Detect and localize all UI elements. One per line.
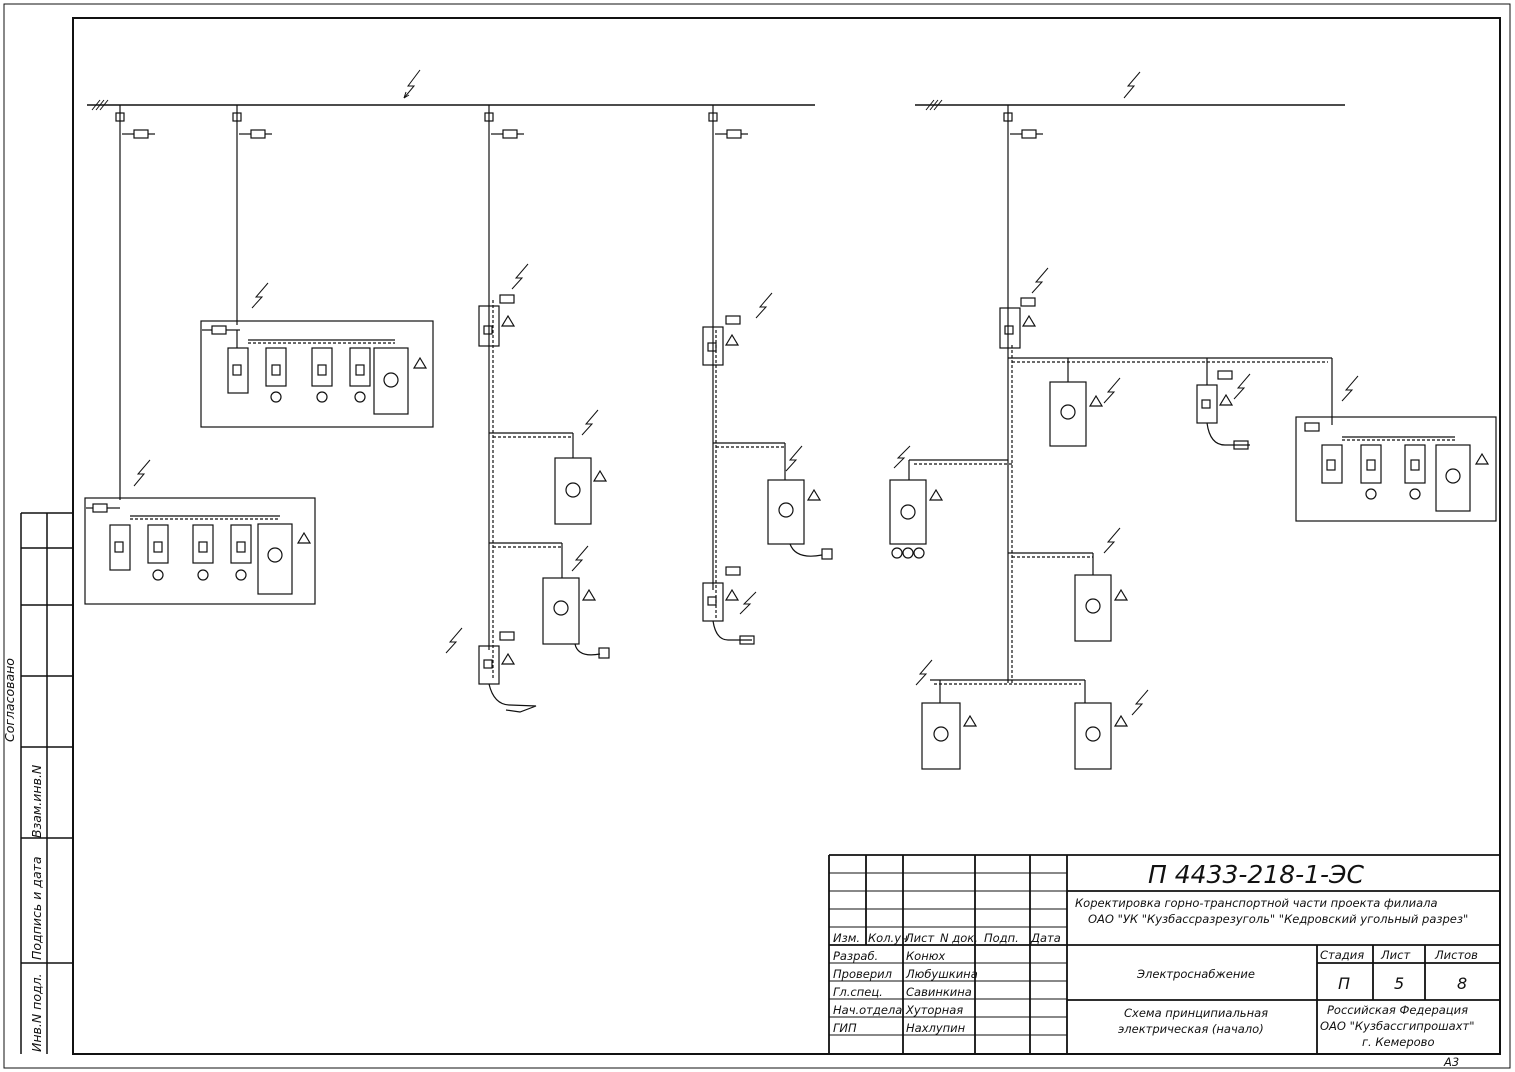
lightning-icon [1233,373,1251,400]
title-block-grid [828,854,1500,1054]
org-line2: ОАО "Кузбассгипрошахт" [1320,1019,1475,1033]
feeder-1 [115,105,155,500]
lightning-icon [755,292,773,319]
org-line1: Российская Федерация [1327,1003,1469,1017]
col-header-doc: N док. [940,931,978,945]
name-chief-specialist: Савинкина [906,985,972,999]
title-block-rows [829,872,1067,1036]
org-line3: г. Кемерово [1362,1035,1435,1049]
bus-left [87,69,815,111]
lightning-icon [1103,527,1121,554]
sheet-header: Лист [1381,948,1411,962]
role-checker: Проверил [833,967,892,981]
drawing-code: П 4433-218-1-ЭС [1148,860,1364,889]
role-chief-engineer: ГИП [833,1021,857,1035]
lightning-icon [893,445,911,469]
lightning-icon [785,445,803,472]
stamp-inv-orig-label: Инв.N подл. [29,973,44,1052]
stamp-sign-date-label: Подпись и дата [29,856,44,960]
role-dept-head: Нач.отдела [833,1003,903,1017]
name-chief-engineer: Нахлупин [906,1021,966,1035]
col-header-sheet: Лист [905,931,935,945]
name-developer: Конюх [906,949,946,963]
lightning-icon [403,69,421,99]
lightning-icon [915,659,933,686]
stamp-agreed-label: Согласовано [2,658,17,742]
feeder-2 [232,105,272,325]
lightning-icon [1031,267,1049,294]
col-header-change: Изм. [833,931,861,945]
sheet-format: А3 [1444,1055,1460,1069]
lightning-icon [1131,689,1149,716]
sheet-value: 5 [1394,974,1405,993]
drawing-name-line2: электрическая (начало) [1118,1022,1264,1036]
lightning-icon [571,545,589,572]
sheet-outer-border [3,3,1511,1069]
role-chief-specialist: Гл.спец. [833,985,883,999]
col-header-sign: Подп. [984,931,1019,945]
sheets-header: Листов [1435,948,1478,962]
lightning-icon [1341,375,1359,402]
name-checker: Любушкина [906,967,978,981]
col-header-date: Дата [1031,931,1061,945]
stage-header: Стадия [1320,948,1365,962]
drawing-frame [72,17,1501,1055]
feeder-4 [708,105,748,620]
lightning-icon [739,591,757,615]
substation-left-lower [84,459,316,605]
side-stamp-grid [20,512,73,1054]
feeder-3-equipment [445,263,610,713]
drawing-name-line1: Схема принципиальная [1124,1006,1269,1020]
lightning-icon [1103,377,1121,404]
lightning-icon [445,627,463,654]
lightning-icon [1123,71,1141,99]
feeder-3 [484,105,524,680]
lightning-icon [251,282,269,309]
stage-value: П [1338,974,1351,993]
feeder-4-equipment [702,292,833,645]
subject-label: Электроснабжение [1137,967,1255,981]
stamp-replace-inv-label: Взам.инв.N [29,764,44,838]
lightning-icon [581,409,599,436]
col-header-count: Кол.уч [868,931,908,945]
project-title-line1: Коректировка горно-транспортной части пр… [1075,896,1438,910]
right-main-switch [999,267,1333,425]
lightning-icon [133,459,151,487]
lightning-icon [511,263,529,290]
bus-right [915,71,1345,683]
sheets-value: 8 [1457,974,1468,993]
right-branch-units [889,358,1497,770]
name-dept-head: Хуторная [906,1003,964,1017]
role-developer: Разраб. [833,949,879,963]
project-title-line2: ОАО "УК "Кузбассразрезуголь" "Кедровский… [1088,912,1469,926]
substation-left-upper [200,282,434,428]
